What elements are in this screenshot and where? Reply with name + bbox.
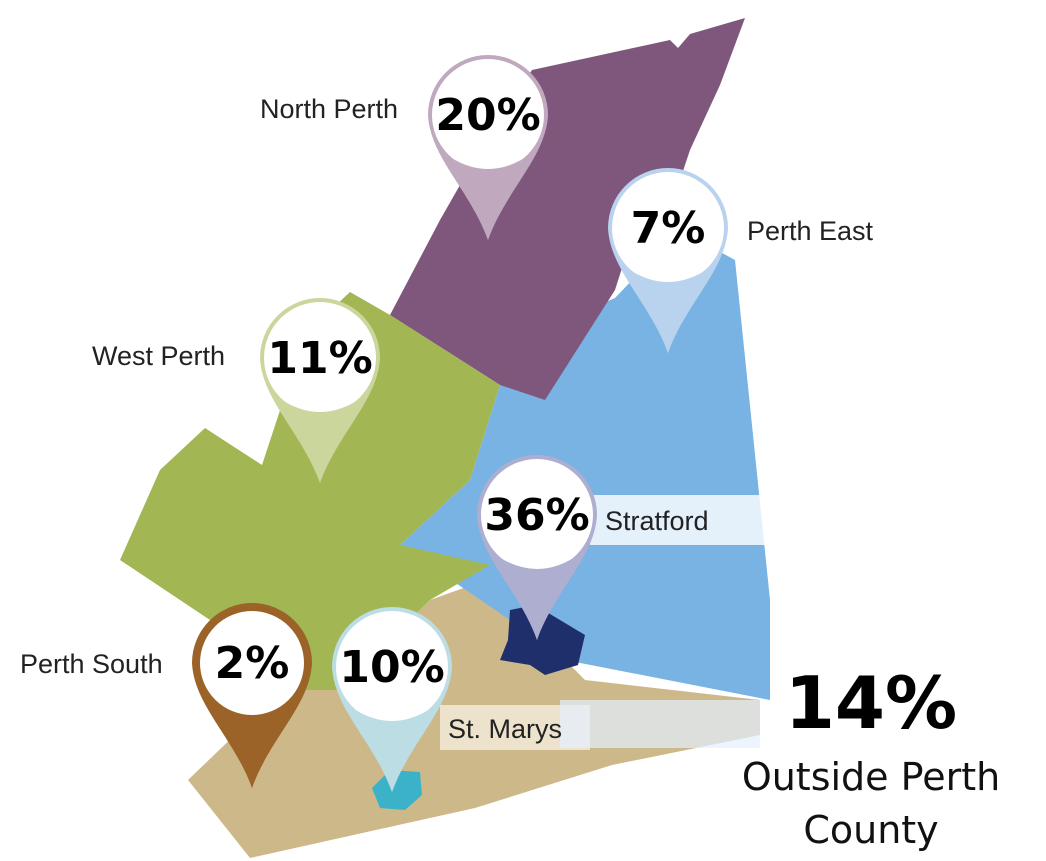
pin-perth-east-face xyxy=(612,172,724,284)
label-stratford: Stratford xyxy=(605,506,709,536)
label-west-perth: West Perth xyxy=(92,341,225,371)
region-st-marys[interactable] xyxy=(372,770,422,810)
label-perth-south: Perth South xyxy=(20,649,163,679)
pin-north-perth-face xyxy=(432,59,544,171)
pin-north-perth[interactable]: 20% xyxy=(428,55,548,240)
region-stratford[interactable] xyxy=(500,605,585,675)
pin-perth-east[interactable]: 7% xyxy=(608,168,728,353)
region-north-perth[interactable] xyxy=(390,18,745,400)
pin-west-perth[interactable]: 11% xyxy=(260,298,380,483)
pin-west-perth-face xyxy=(264,302,376,414)
label-north-perth: North Perth xyxy=(260,94,398,124)
label-st-marys: St. Marys xyxy=(448,714,562,744)
pin-stratford-tail xyxy=(493,553,581,640)
outside-percent: 14% xyxy=(785,661,957,745)
pin-west-perth-percent: 11% xyxy=(267,333,372,384)
pin-perth-south-percent: 2% xyxy=(215,638,290,689)
pin-perth-south-tail xyxy=(208,701,296,788)
region-west-perth[interactable] xyxy=(120,292,500,690)
pin-north-perth-tail xyxy=(444,153,532,240)
pin-west-perth-tail xyxy=(276,396,364,483)
pin-perth-east-percent: 7% xyxy=(631,203,706,254)
pin-st-marys-face xyxy=(336,611,448,723)
region-perth-east[interactable] xyxy=(400,230,770,700)
pin-st-marys-percent: 10% xyxy=(339,642,444,693)
label-perth-east: Perth East xyxy=(747,216,874,246)
pin-perth-south[interactable]: 2% xyxy=(192,603,312,788)
pin-perth-south-face xyxy=(200,611,304,715)
label-box-outside xyxy=(560,700,760,748)
pin-st-marys-tail xyxy=(348,705,436,792)
pin-stratford-percent: 36% xyxy=(484,490,589,541)
pin-st-marys[interactable]: 10% xyxy=(332,607,452,792)
outside-label-line2: County xyxy=(803,808,938,852)
outside-label-line1: Outside Perth xyxy=(742,755,1000,799)
pin-stratford[interactable]: 36% xyxy=(477,455,597,640)
pin-north-perth-percent: 20% xyxy=(435,90,540,141)
pin-perth-east-tail xyxy=(624,266,712,353)
label-box-stratford xyxy=(590,495,830,545)
pin-stratford-face xyxy=(481,459,593,571)
